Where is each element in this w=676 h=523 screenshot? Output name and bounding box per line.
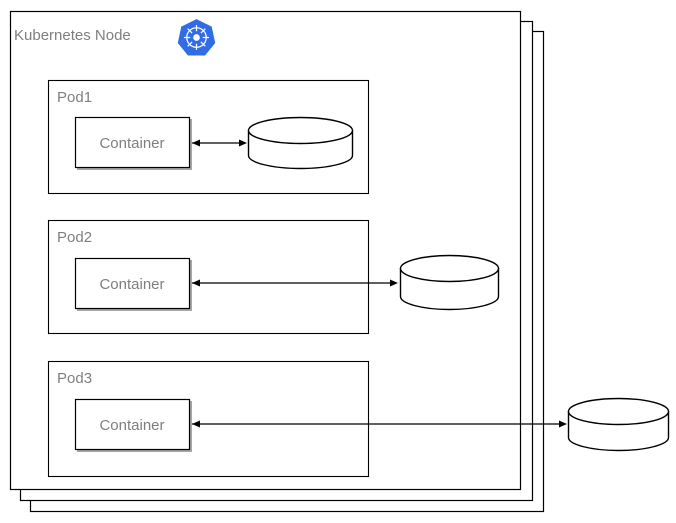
pod3-container-box [74, 398, 191, 451]
pod1-container-box [74, 116, 191, 169]
pod1-database-cylinder [247, 116, 354, 170]
external-database-cylinder [567, 397, 670, 452]
pod2-container-box [74, 257, 191, 310]
pod3-arrow [192, 420, 567, 428]
pod1-label: Pod1 [57, 89, 93, 106]
pod2-container-label: Container [99, 276, 165, 293]
pod1-arrow [192, 139, 247, 147]
pod2-database-cylinder [399, 254, 500, 311]
node-title: Kubernetes Node [14, 27, 131, 44]
pod2-label: Pod2 [57, 229, 93, 246]
pod1-container-label: Container [99, 135, 165, 152]
pod3-container-label: Container [99, 417, 165, 434]
pod3-label: Pod3 [57, 370, 93, 387]
kubernetes-logo-icon [177, 19, 216, 56]
pod2-arrow [192, 279, 398, 287]
